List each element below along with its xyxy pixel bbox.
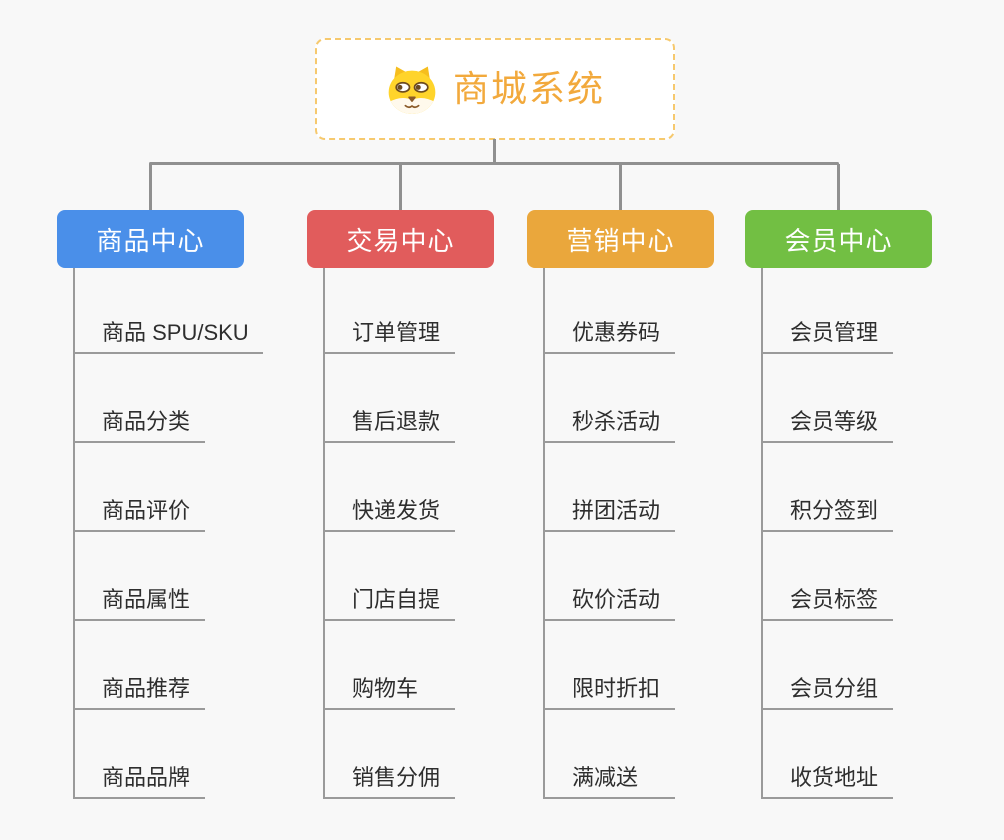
branch-node-2[interactable]: 营销中心 bbox=[527, 210, 714, 268]
leaf-label: 销售分佣 bbox=[352, 765, 441, 790]
branch-children: 订单管理售后退款快递发货门店自提购物车销售分佣 bbox=[323, 268, 494, 799]
branch-node-0[interactable]: 商品中心 bbox=[57, 210, 244, 268]
leaf-node[interactable]: 购物车 bbox=[325, 621, 455, 710]
branch-children: 优惠券码秒杀活动拼团活动砍价活动限时折扣满减送 bbox=[543, 268, 714, 799]
branch-children: 会员管理会员等级积分签到会员标签会员分组收货地址 bbox=[761, 268, 932, 799]
leaf-node[interactable]: 门店自提 bbox=[325, 532, 455, 621]
branch-children: 商品 SPU/SKU 商品分类商品评价商品属性商品推荐商品品牌 bbox=[73, 268, 263, 799]
leaf-label: 会员标签 bbox=[790, 587, 879, 612]
leaf-node[interactable]: 优惠券码 bbox=[545, 268, 675, 354]
leaf-node[interactable]: 商品推荐 bbox=[75, 621, 205, 710]
leaf-node[interactable]: 商品品牌 bbox=[75, 710, 205, 799]
leaf-label: 秒杀活动 bbox=[572, 409, 661, 434]
leaf-label: 购物车 bbox=[352, 676, 419, 701]
leaf-label: 会员管理 bbox=[790, 320, 879, 345]
leaf-label: 砍价活动 bbox=[572, 587, 661, 612]
leaf-label: 限时折扣 bbox=[572, 676, 661, 701]
leaf-node[interactable]: 砍价活动 bbox=[545, 532, 675, 621]
leaf-node[interactable]: 商品分类 bbox=[75, 354, 205, 443]
leaf-node[interactable]: 秒杀活动 bbox=[545, 354, 675, 443]
branch-label: 会员中心 bbox=[784, 225, 893, 256]
leaf-node[interactable]: 满减送 bbox=[545, 710, 675, 799]
leaf-label: 积分签到 bbox=[790, 498, 879, 523]
leaf-node[interactable]: 订单管理 bbox=[325, 268, 455, 354]
leaf-label: 商品属性 bbox=[102, 587, 191, 612]
connector-branch-drop bbox=[149, 164, 152, 210]
leaf-label: 订单管理 bbox=[352, 320, 441, 345]
connector-branch-drop bbox=[619, 164, 622, 210]
leaf-label: 商品 SPU/SKU bbox=[102, 320, 249, 345]
leaf-node[interactable]: 收货地址 bbox=[763, 710, 893, 799]
leaf-label: 会员等级 bbox=[790, 409, 879, 434]
root-title: 商城系统 bbox=[452, 68, 605, 109]
leaf-label: 满减送 bbox=[572, 765, 639, 790]
leaf-node[interactable]: 销售分佣 bbox=[325, 710, 455, 799]
leaf-node[interactable]: 会员等级 bbox=[763, 354, 893, 443]
branch-label: 商品中心 bbox=[96, 225, 205, 256]
leaf-label: 商品分类 bbox=[102, 409, 191, 434]
leaf-label: 商品品牌 bbox=[102, 765, 191, 790]
root-node[interactable]: 商城系统 bbox=[315, 38, 675, 140]
branch-node-1[interactable]: 交易中心 bbox=[307, 210, 494, 268]
leaf-node[interactable]: 商品 SPU/SKU bbox=[75, 268, 263, 354]
leaf-node[interactable]: 拼团活动 bbox=[545, 443, 675, 532]
branch-node-3[interactable]: 会员中心 bbox=[745, 210, 932, 268]
leaf-label: 优惠券码 bbox=[572, 320, 661, 345]
leaf-label: 商品评价 bbox=[102, 498, 191, 523]
branch-label: 营销中心 bbox=[566, 225, 675, 256]
leaf-node[interactable]: 积分签到 bbox=[763, 443, 893, 532]
leaf-node[interactable]: 快递发货 bbox=[325, 443, 455, 532]
leaf-label: 门店自提 bbox=[352, 587, 441, 612]
leaf-label: 售后退款 bbox=[352, 409, 441, 434]
leaf-node[interactable]: 限时折扣 bbox=[545, 621, 675, 710]
connector-root-stem bbox=[493, 139, 496, 164]
connector-rail bbox=[149, 162, 839, 165]
leaf-label: 会员分组 bbox=[790, 676, 879, 701]
branch-label: 交易中心 bbox=[346, 225, 455, 256]
leaf-label: 商品推荐 bbox=[102, 676, 191, 701]
connector-branch-drop bbox=[837, 164, 840, 210]
leaf-node[interactable]: 售后退款 bbox=[325, 354, 455, 443]
leaf-label: 快递发货 bbox=[352, 498, 441, 523]
leaf-node[interactable]: 会员分组 bbox=[763, 621, 893, 710]
connector-branch-drop bbox=[399, 164, 402, 210]
leaf-node[interactable]: 会员管理 bbox=[763, 268, 893, 354]
leaf-node[interactable]: 商品属性 bbox=[75, 532, 205, 621]
leaf-label: 拼团活动 bbox=[572, 498, 661, 523]
dog-face-icon bbox=[385, 64, 439, 114]
leaf-node[interactable]: 会员标签 bbox=[763, 532, 893, 621]
leaf-label: 收货地址 bbox=[790, 765, 879, 790]
leaf-node[interactable]: 商品评价 bbox=[75, 443, 205, 532]
